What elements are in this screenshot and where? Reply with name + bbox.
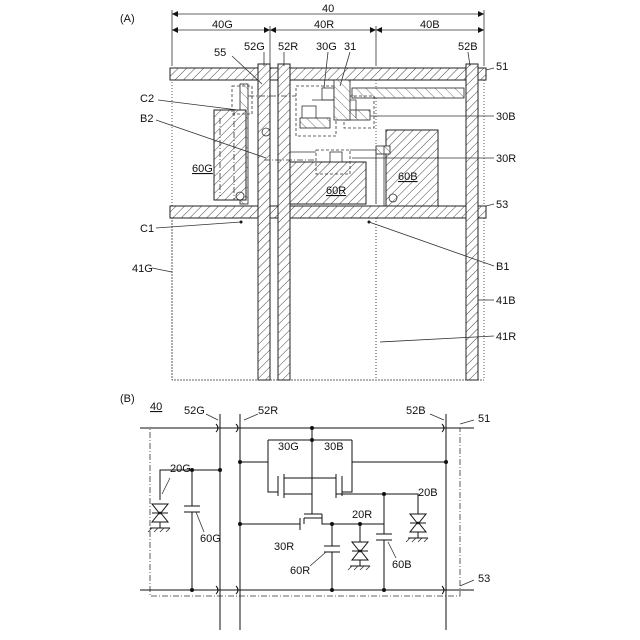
label-55: 55 [214,47,226,59]
label-40R: 40R [314,19,334,31]
label-31: 31 [344,41,356,53]
label-b-20R: 20R [352,509,372,521]
data-line-52G [258,64,270,380]
label-b-53: 53 [478,573,490,585]
label-b-60B: 60B [392,559,412,571]
label-52G: 52G [244,41,265,53]
label-41R: 41R [496,331,516,343]
diode-20R [348,524,370,570]
label-53: 53 [496,199,508,211]
scan-line-51 [170,68,486,80]
capacitor-60B [386,130,438,206]
capacitor-60R-symbol [324,524,340,590]
label-41B: 41B [496,295,516,307]
panel-a-label: (A) [120,13,135,25]
transistor-30G-symbol [240,440,312,498]
label-40: 40 [322,3,334,15]
capacitor-60G [214,110,246,200]
capacitor-60B-symbol [376,494,392,590]
label-30B: 30B [496,111,516,123]
pad-30R [376,146,390,154]
label-40G: 40G [212,19,233,31]
label-60G: 60G [192,163,213,175]
label-C2: C2 [140,93,154,105]
label-60B: 60B [398,171,418,183]
label-b-40: 40 [150,401,162,413]
label-30R: 30R [496,153,516,165]
label-C1: C1 [140,223,154,235]
label-b-30G: 30G [278,441,299,453]
label-B2: B2 [140,113,153,125]
label-52R: 52R [278,41,298,53]
label-b-52R: 52R [258,405,278,417]
label-b-60R: 60R [290,565,310,577]
label-51: 51 [496,61,508,73]
label-b-52B: 52B [406,405,426,417]
panel-b-label: (B) [120,393,135,405]
panel-a: (A) 40 40G 40R 40B [120,3,516,380]
label-52B: 52B [458,41,478,53]
label-B1: B1 [496,261,509,273]
data-line-52B [466,64,478,380]
label-40B: 40B [420,19,440,31]
capacitor-60G-symbol [184,470,200,590]
capacitor-60R [290,162,366,204]
diode-20G [148,470,220,532]
panel-b: (B) 40 52G 52R 52B 51 53 [120,393,490,630]
label-b-20G: 20G [170,463,191,475]
label-b-30B: 30B [324,441,344,453]
label-b-51: 51 [478,413,490,425]
label-60R: 60R [326,185,346,197]
label-b-30R: 30R [274,541,294,553]
label-b-52G: 52G [184,405,205,417]
scan-line-53 [170,206,486,218]
label-30G: 30G [316,41,337,53]
diode-20B [384,494,428,542]
bus-31 [352,88,464,98]
label-b-60G: 60G [200,533,221,545]
label-b-20B: 20B [418,487,438,499]
data-line-52R [278,64,290,380]
label-41G: 41G [132,263,153,275]
